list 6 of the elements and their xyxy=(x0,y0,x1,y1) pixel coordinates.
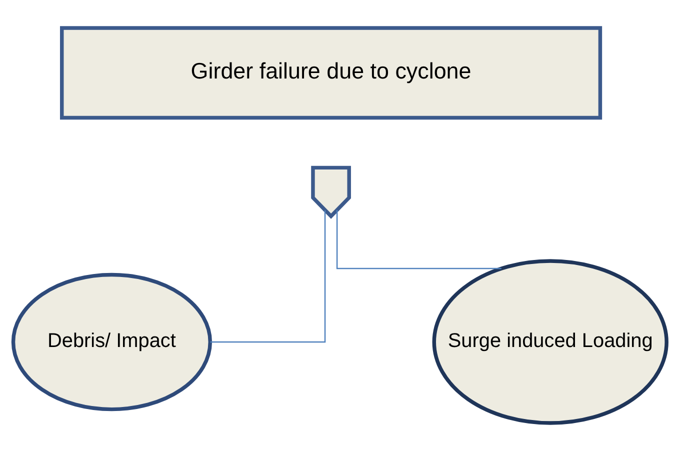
connector xyxy=(210,210,326,342)
node-ellipse: Debris/ Impact xyxy=(11,272,212,411)
node-gate xyxy=(311,165,351,218)
node-ellipse: Surge induced Loading xyxy=(432,258,668,424)
connector xyxy=(336,210,502,269)
node-box: Girder failure due to cyclone xyxy=(60,26,602,120)
